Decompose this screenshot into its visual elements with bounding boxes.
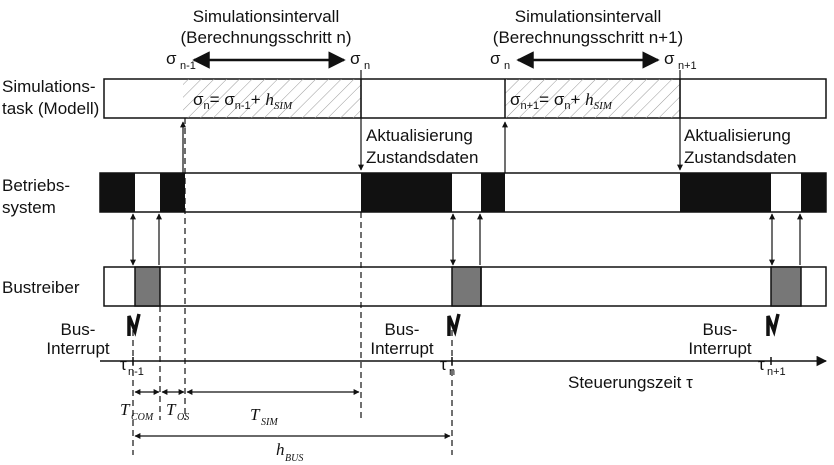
os-black-block-4: [481, 173, 505, 212]
svg-text:T: T: [250, 405, 261, 424]
os-black-block-2: [160, 173, 185, 212]
bus-gray-block-3: [770, 266, 802, 307]
bus-row-label: Bustreiber: [2, 278, 80, 297]
svg-text:n: n: [364, 60, 370, 72]
svg-text:n-1: n-1: [180, 60, 196, 72]
svg-text:σ: σ: [350, 49, 361, 68]
svg-text:Interrupt: Interrupt: [370, 339, 434, 358]
svg-text:σ: σ: [664, 49, 675, 68]
sim-interval1-hatch: [183, 79, 361, 118]
os-row-label-2: system: [2, 198, 56, 217]
svg-text:τ: τ: [758, 355, 765, 374]
formula-sigma-n-plus-1: σn+1= σn+ hSIM: [510, 90, 613, 112]
svg-text:n: n: [449, 366, 455, 378]
tos-label: T OS: [166, 400, 189, 423]
interval1-subtitle: (Berechnungsschritt n): [180, 28, 351, 47]
svg-text:SIM: SIM: [261, 417, 278, 428]
sigma-n-label-1: σ n: [350, 49, 370, 72]
svg-text:n-1: n-1: [128, 366, 144, 378]
sigma-n-label-2: σ n: [490, 49, 510, 72]
sim-row-label-1: Simulations-: [2, 77, 96, 96]
os-black-block-1: [100, 173, 135, 212]
sim-row-label-2: task (Modell): [2, 99, 99, 118]
svg-text:n+1: n+1: [678, 60, 697, 72]
lightning-icon: [766, 313, 780, 337]
svg-text:h: h: [276, 440, 285, 459]
svg-text:τ: τ: [120, 355, 127, 374]
svg-text:n: n: [504, 60, 510, 72]
update-label-2-line2: Zustandsdaten: [684, 148, 796, 167]
svg-text:T: T: [166, 400, 177, 419]
svg-text:COM: COM: [131, 412, 154, 423]
interrupt-1: Bus- Interrupt: [46, 313, 141, 358]
lightning-icon: [127, 313, 141, 337]
svg-text:σn+1= σn+ hSIM: σn+1= σn+ hSIM: [510, 90, 613, 112]
interval2-title: Simulationsintervall: [515, 7, 661, 26]
lightning-icon: [447, 313, 461, 337]
svg-text:T: T: [120, 400, 131, 419]
svg-text:τ: τ: [440, 355, 447, 374]
update-label-1-line1: Aktualisierung: [366, 126, 473, 145]
tsim-label: T SIM: [250, 405, 278, 428]
update-label-2-line1: Aktualisierung: [684, 126, 791, 145]
interrupt-2: Bus- Interrupt: [370, 313, 461, 358]
update-label-1-line2: Zustandsdaten: [366, 148, 478, 167]
interrupt-3: Bus- Interrupt: [688, 313, 780, 358]
sigma-n-minus-1-label: σ n-1: [166, 49, 196, 72]
svg-text:σ: σ: [166, 49, 177, 68]
interval1-title: Simulationsintervall: [193, 7, 339, 26]
sigma-n-plus-1-label: σ n+1: [664, 49, 697, 72]
tau-n-minus-1-label: τ n-1: [120, 355, 144, 378]
svg-text:Bus-: Bus-: [385, 320, 420, 339]
svg-text:BUS: BUS: [285, 453, 303, 464]
svg-text:σ: σ: [490, 49, 501, 68]
tcom-label: T COM: [120, 400, 154, 423]
os-row-label-1: Betriebs-: [2, 176, 70, 195]
svg-text:n+1: n+1: [767, 366, 786, 378]
tau-n-label: τ n: [440, 355, 455, 378]
formula-sigma-n: σn= σn-1+ hSIM: [193, 90, 293, 112]
bus-gray-block-1: [134, 266, 161, 307]
svg-text:σn= σn-1+ hSIM: σn= σn-1+ hSIM: [193, 90, 293, 112]
timeline-axis-label: Steuerungszeit τ: [568, 373, 693, 392]
tau-n-plus-1-label: τ n+1: [758, 355, 786, 378]
bus-gray-block-2: [451, 266, 482, 307]
interval2-subtitle: (Berechnungsschritt n+1): [493, 28, 683, 47]
svg-text:OS: OS: [177, 412, 189, 423]
os-black-block-6: [801, 173, 826, 212]
sim-interval2-hatch: [505, 79, 680, 118]
svg-text:Bus-: Bus-: [703, 320, 738, 339]
svg-text:Interrupt: Interrupt: [688, 339, 752, 358]
svg-text:Bus-: Bus-: [61, 320, 96, 339]
os-black-block-3: [361, 173, 452, 212]
hbus-label: h BUS: [276, 440, 303, 464]
svg-text:Interrupt: Interrupt: [46, 339, 110, 358]
os-black-block-5: [680, 173, 771, 212]
